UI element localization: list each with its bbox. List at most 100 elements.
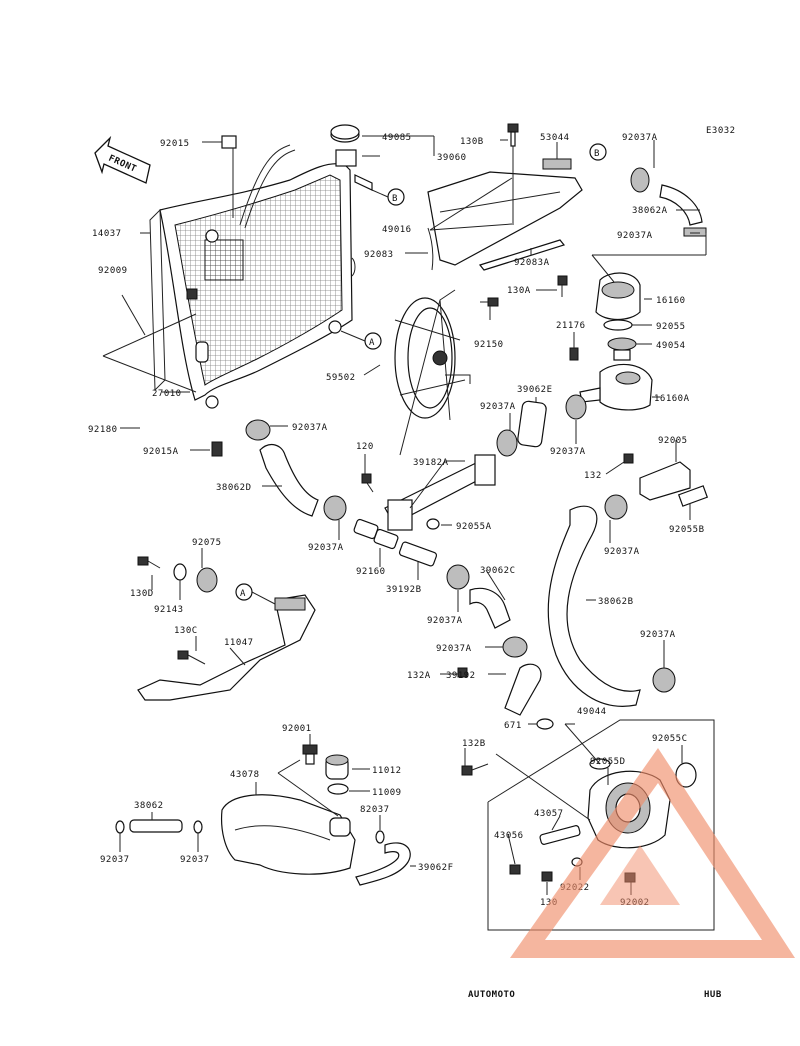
label-39192b: 39192B bbox=[386, 585, 422, 595]
oring-92055a bbox=[426, 518, 440, 530]
label-27010: 27010 bbox=[152, 389, 182, 399]
label-39060: 39060 bbox=[437, 153, 467, 163]
pipe-39192 bbox=[504, 663, 542, 716]
gasket-11009 bbox=[327, 783, 349, 795]
label-92037a-right2: 92037A bbox=[617, 231, 653, 241]
label-130b-top: 130B bbox=[460, 137, 484, 147]
oring-92055 bbox=[603, 319, 633, 331]
label-49016: 49016 bbox=[382, 225, 412, 235]
bolt-132b bbox=[461, 763, 489, 776]
label-49085: 49085 bbox=[382, 133, 412, 143]
bolt-92001 bbox=[302, 744, 318, 765]
label-92037a-f: 92037A bbox=[427, 616, 463, 626]
thermostat-housing-16160a bbox=[579, 363, 653, 411]
clamp-92037a-mid-left bbox=[496, 429, 518, 457]
clip-82037 bbox=[375, 830, 385, 844]
label-92015: 92015 bbox=[160, 139, 190, 149]
label-39062f: 39062F bbox=[418, 863, 454, 873]
label-671: 671 bbox=[504, 721, 522, 731]
label-132a: 132A bbox=[407, 671, 431, 681]
cap-11012 bbox=[325, 754, 349, 780]
label-132: 132 bbox=[584, 471, 602, 481]
hose-39062f bbox=[355, 842, 411, 886]
label-39062c: 39062C bbox=[480, 566, 516, 576]
oring-92055c bbox=[675, 762, 697, 788]
label-92150: 92150 bbox=[474, 340, 504, 350]
label-132b: 132B bbox=[462, 739, 486, 749]
label-16160a: 16160A bbox=[654, 394, 690, 404]
label-92055c: 92055C bbox=[652, 734, 688, 744]
clamp-92037a-lower-left bbox=[323, 495, 347, 521]
label-130a: 130A bbox=[507, 286, 531, 296]
label-130: 130 bbox=[540, 898, 558, 908]
clamp-92037a-right-mid bbox=[604, 494, 628, 520]
label-92083a: 92083A bbox=[514, 258, 550, 268]
clamp-92037a-second bbox=[683, 227, 707, 237]
fitting-92005 bbox=[639, 461, 691, 501]
pipe-39192b bbox=[398, 541, 438, 567]
radiator-cover bbox=[427, 158, 583, 271]
part-labels: 92015 49085 39060 130B 53044 92037A 1403… bbox=[88, 133, 705, 908]
bolt-130d bbox=[137, 556, 161, 569]
label-92037a-g: 92037A bbox=[640, 630, 676, 640]
callout-a-bracket: A bbox=[235, 583, 253, 601]
label-120: 120 bbox=[356, 442, 374, 452]
label-82037: 82037 bbox=[360, 805, 390, 815]
label-92083: 92083 bbox=[364, 250, 394, 260]
leader-lines bbox=[102, 135, 707, 895]
clamp-92037a-lower-right bbox=[652, 667, 676, 693]
clip-92015a bbox=[211, 441, 223, 457]
label-92009: 92009 bbox=[98, 266, 128, 276]
label-92055b: 92055B bbox=[669, 525, 705, 535]
bolt-92150 bbox=[480, 297, 499, 307]
label-92037a-topright: 92037A bbox=[622, 133, 658, 143]
bolt-130c bbox=[177, 650, 206, 665]
label-43078: 43078 bbox=[230, 770, 260, 780]
bolt-120 bbox=[361, 473, 374, 493]
label-92055a: 92055A bbox=[456, 522, 492, 532]
hose-38062a bbox=[659, 184, 703, 226]
label-92180: 92180 bbox=[88, 425, 118, 435]
oring-671 bbox=[536, 718, 554, 730]
label-49044: 49044 bbox=[577, 707, 607, 717]
bolt-132a bbox=[457, 667, 468, 678]
callout-b-thermostat: B bbox=[589, 143, 607, 161]
pipe-43057 bbox=[539, 825, 581, 845]
label-11009: 11009 bbox=[372, 788, 402, 798]
hose-39062c bbox=[469, 587, 511, 629]
label-130d: 130D bbox=[130, 589, 154, 599]
label-92001: 92001 bbox=[282, 724, 312, 734]
label-92055: 92055 bbox=[656, 322, 686, 332]
label-92037a-c: 92037A bbox=[550, 447, 586, 457]
sensor-21176 bbox=[569, 347, 579, 361]
label-92037-mid: 92037 bbox=[180, 855, 210, 865]
label-38062b: 38062B bbox=[598, 597, 634, 607]
svg-text:B: B bbox=[392, 194, 398, 204]
tube-92160 bbox=[353, 518, 399, 550]
callout-b-radiator: B bbox=[387, 188, 405, 206]
bolt-132 bbox=[623, 453, 634, 464]
label-130c: 130C bbox=[174, 626, 198, 636]
bolt-130 bbox=[541, 871, 553, 882]
label-39062e: 39062E bbox=[517, 385, 553, 395]
watermark-part2: HUB bbox=[704, 990, 722, 1000]
radiator bbox=[149, 124, 373, 409]
label-92037a-h: 92037A bbox=[436, 644, 472, 654]
label-38062: 38062 bbox=[134, 801, 164, 811]
label-92037a-mid: 92037A bbox=[480, 402, 516, 412]
label-92037a-d: 92037A bbox=[308, 543, 344, 553]
label-38062a: 38062A bbox=[632, 206, 668, 216]
thermostat-49054 bbox=[607, 337, 637, 361]
collar-92143 bbox=[173, 563, 187, 581]
bolt-43056 bbox=[509, 864, 521, 875]
svg-text:B: B bbox=[594, 149, 600, 159]
cooling-fan bbox=[394, 289, 471, 456]
watermark-text: AUTOMOTO HUB bbox=[468, 990, 722, 1000]
label-92143: 92143 bbox=[154, 605, 184, 615]
label-38062d: 38062D bbox=[216, 483, 252, 493]
label-92160: 92160 bbox=[356, 567, 386, 577]
hose-39062e bbox=[517, 400, 547, 448]
label-39192: 39192 bbox=[446, 671, 476, 681]
svg-text:A: A bbox=[369, 338, 375, 348]
hose-38062 bbox=[129, 819, 183, 833]
